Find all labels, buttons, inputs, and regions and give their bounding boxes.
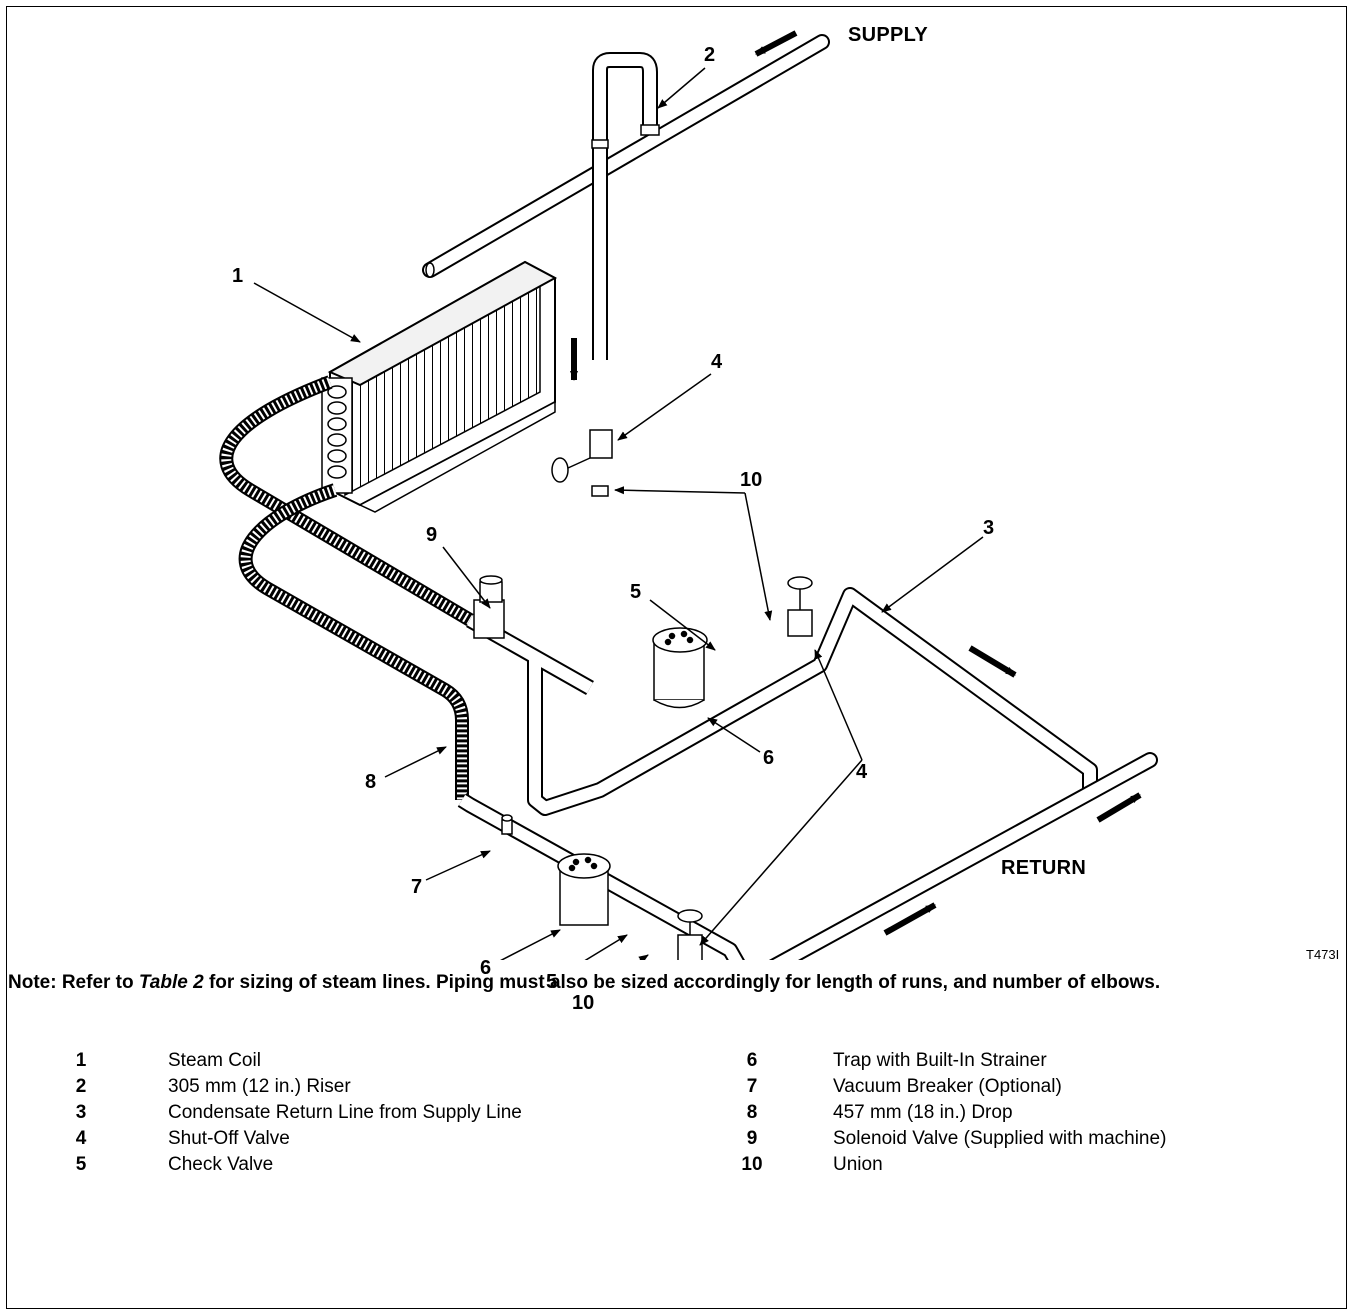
- legend-number: 2: [75, 1076, 87, 1097]
- note-suffix: for sizing of steam lines. Piping must a…: [203, 972, 1161, 993]
- riser-loop: [591, 52, 660, 360]
- callout-5-lower: 5: [546, 971, 558, 993]
- legend-text: Check Valve: [168, 1154, 274, 1175]
- upper-trap-piping: [466, 587, 1098, 816]
- legend-number: 8: [746, 1102, 758, 1123]
- callout-8: 8: [365, 771, 377, 793]
- legend-row: 3 Condensate Return Line from Supply Line: [50, 1100, 522, 1126]
- supply-label: SUPPLY: [848, 24, 928, 46]
- upper-trap: [652, 627, 708, 709]
- legend-text: Condensate Return Line from Supply Line: [168, 1102, 522, 1123]
- flex-hose-supply: [219, 375, 474, 627]
- legend-number: 3: [75, 1102, 87, 1123]
- riser-shutoff-valve: [551, 429, 613, 497]
- legend-row: 9 Solenoid Valve (Supplied with machine): [725, 1126, 1167, 1152]
- note-prefix: Note: Refer to: [8, 972, 139, 993]
- legend-text: Shut-Off Valve: [168, 1128, 290, 1149]
- legend-row: 10 Union: [725, 1152, 1166, 1178]
- leader-lines: [253, 67, 984, 960]
- legend-text: 305 mm (12 in.) Riser: [168, 1076, 351, 1097]
- callout-9: 9: [426, 524, 438, 546]
- callout-6-lower: 6: [480, 957, 492, 979]
- legend-text: Solenoid Valve (Supplied with machine): [833, 1128, 1167, 1149]
- callout-10-lower: 10: [572, 992, 595, 1014]
- legend-row: 7 Vacuum Breaker (Optional): [725, 1074, 1166, 1100]
- steam-piping-diagram: [219, 30, 1158, 960]
- return-label: RETURN: [1001, 857, 1087, 879]
- legend-left: 1 Steam Coil 2 305 mm (12 in.) Riser 3 Cond…: [50, 1048, 522, 1178]
- callout-1: 1: [232, 265, 244, 287]
- lower-shutoff-valve: [677, 909, 703, 960]
- flow-arrows: [570, 30, 1142, 936]
- callout-6-upper: 6: [763, 747, 775, 769]
- supply-main-pipe: [422, 34, 830, 278]
- figure-code: T473I: [1306, 947, 1340, 962]
- legend-text: Union: [833, 1154, 883, 1175]
- legend-row: 1 Steam Coil: [50, 1048, 522, 1074]
- legend-number: 6: [746, 1050, 758, 1071]
- upper-shutoff-valve: [787, 576, 813, 637]
- legend-number: 5: [75, 1154, 87, 1175]
- vacuum-breaker: [501, 814, 513, 835]
- legend-row: 8 457 mm (18 in.) Drop: [725, 1100, 1166, 1126]
- figure-frame: [6, 6, 1347, 1309]
- legend-row: 2 305 mm (12 in.) Riser: [50, 1074, 522, 1100]
- legend-number: 4: [75, 1128, 87, 1149]
- legend-right: 6 Trap with Built-In Strainer 7 Vacuum Bre…: [725, 1048, 1166, 1178]
- legend-row: 6 Trap with Built-In Strainer: [725, 1048, 1166, 1074]
- legend-text: Trap with Built-In Strainer: [833, 1050, 1047, 1071]
- flex-hose-drop: [238, 483, 469, 800]
- legend-number: 10: [741, 1154, 763, 1175]
- callout-3: 3: [983, 517, 995, 539]
- return-main-pipe: [768, 752, 1158, 960]
- legend-number: 9: [746, 1128, 758, 1149]
- callout-4-riser: 4: [711, 351, 723, 373]
- note-text: Note: Refer to Table 2 for sizing of ste…: [8, 972, 1343, 994]
- legend-number: 7: [746, 1076, 758, 1097]
- callout-7: 7: [411, 876, 423, 898]
- steam-coil: [321, 260, 558, 513]
- legend-text: 457 mm (18 in.) Drop: [833, 1102, 1013, 1123]
- callout-2: 2: [704, 44, 716, 66]
- legend-row: 4 Shut-Off Valve: [50, 1126, 522, 1152]
- lower-trap: [557, 853, 611, 926]
- legend-number: 1: [75, 1050, 87, 1071]
- legend-text: Vacuum Breaker (Optional): [833, 1076, 1062, 1097]
- callout-5-upper: 5: [630, 581, 642, 603]
- legend-row: 5 Check Valve: [50, 1152, 522, 1178]
- note-table-ref: Table 2: [138, 972, 204, 993]
- callout-10-upper: 10: [740, 469, 763, 491]
- callout-4-upper: 4: [856, 761, 868, 783]
- legend-text: Steam Coil: [168, 1050, 261, 1071]
